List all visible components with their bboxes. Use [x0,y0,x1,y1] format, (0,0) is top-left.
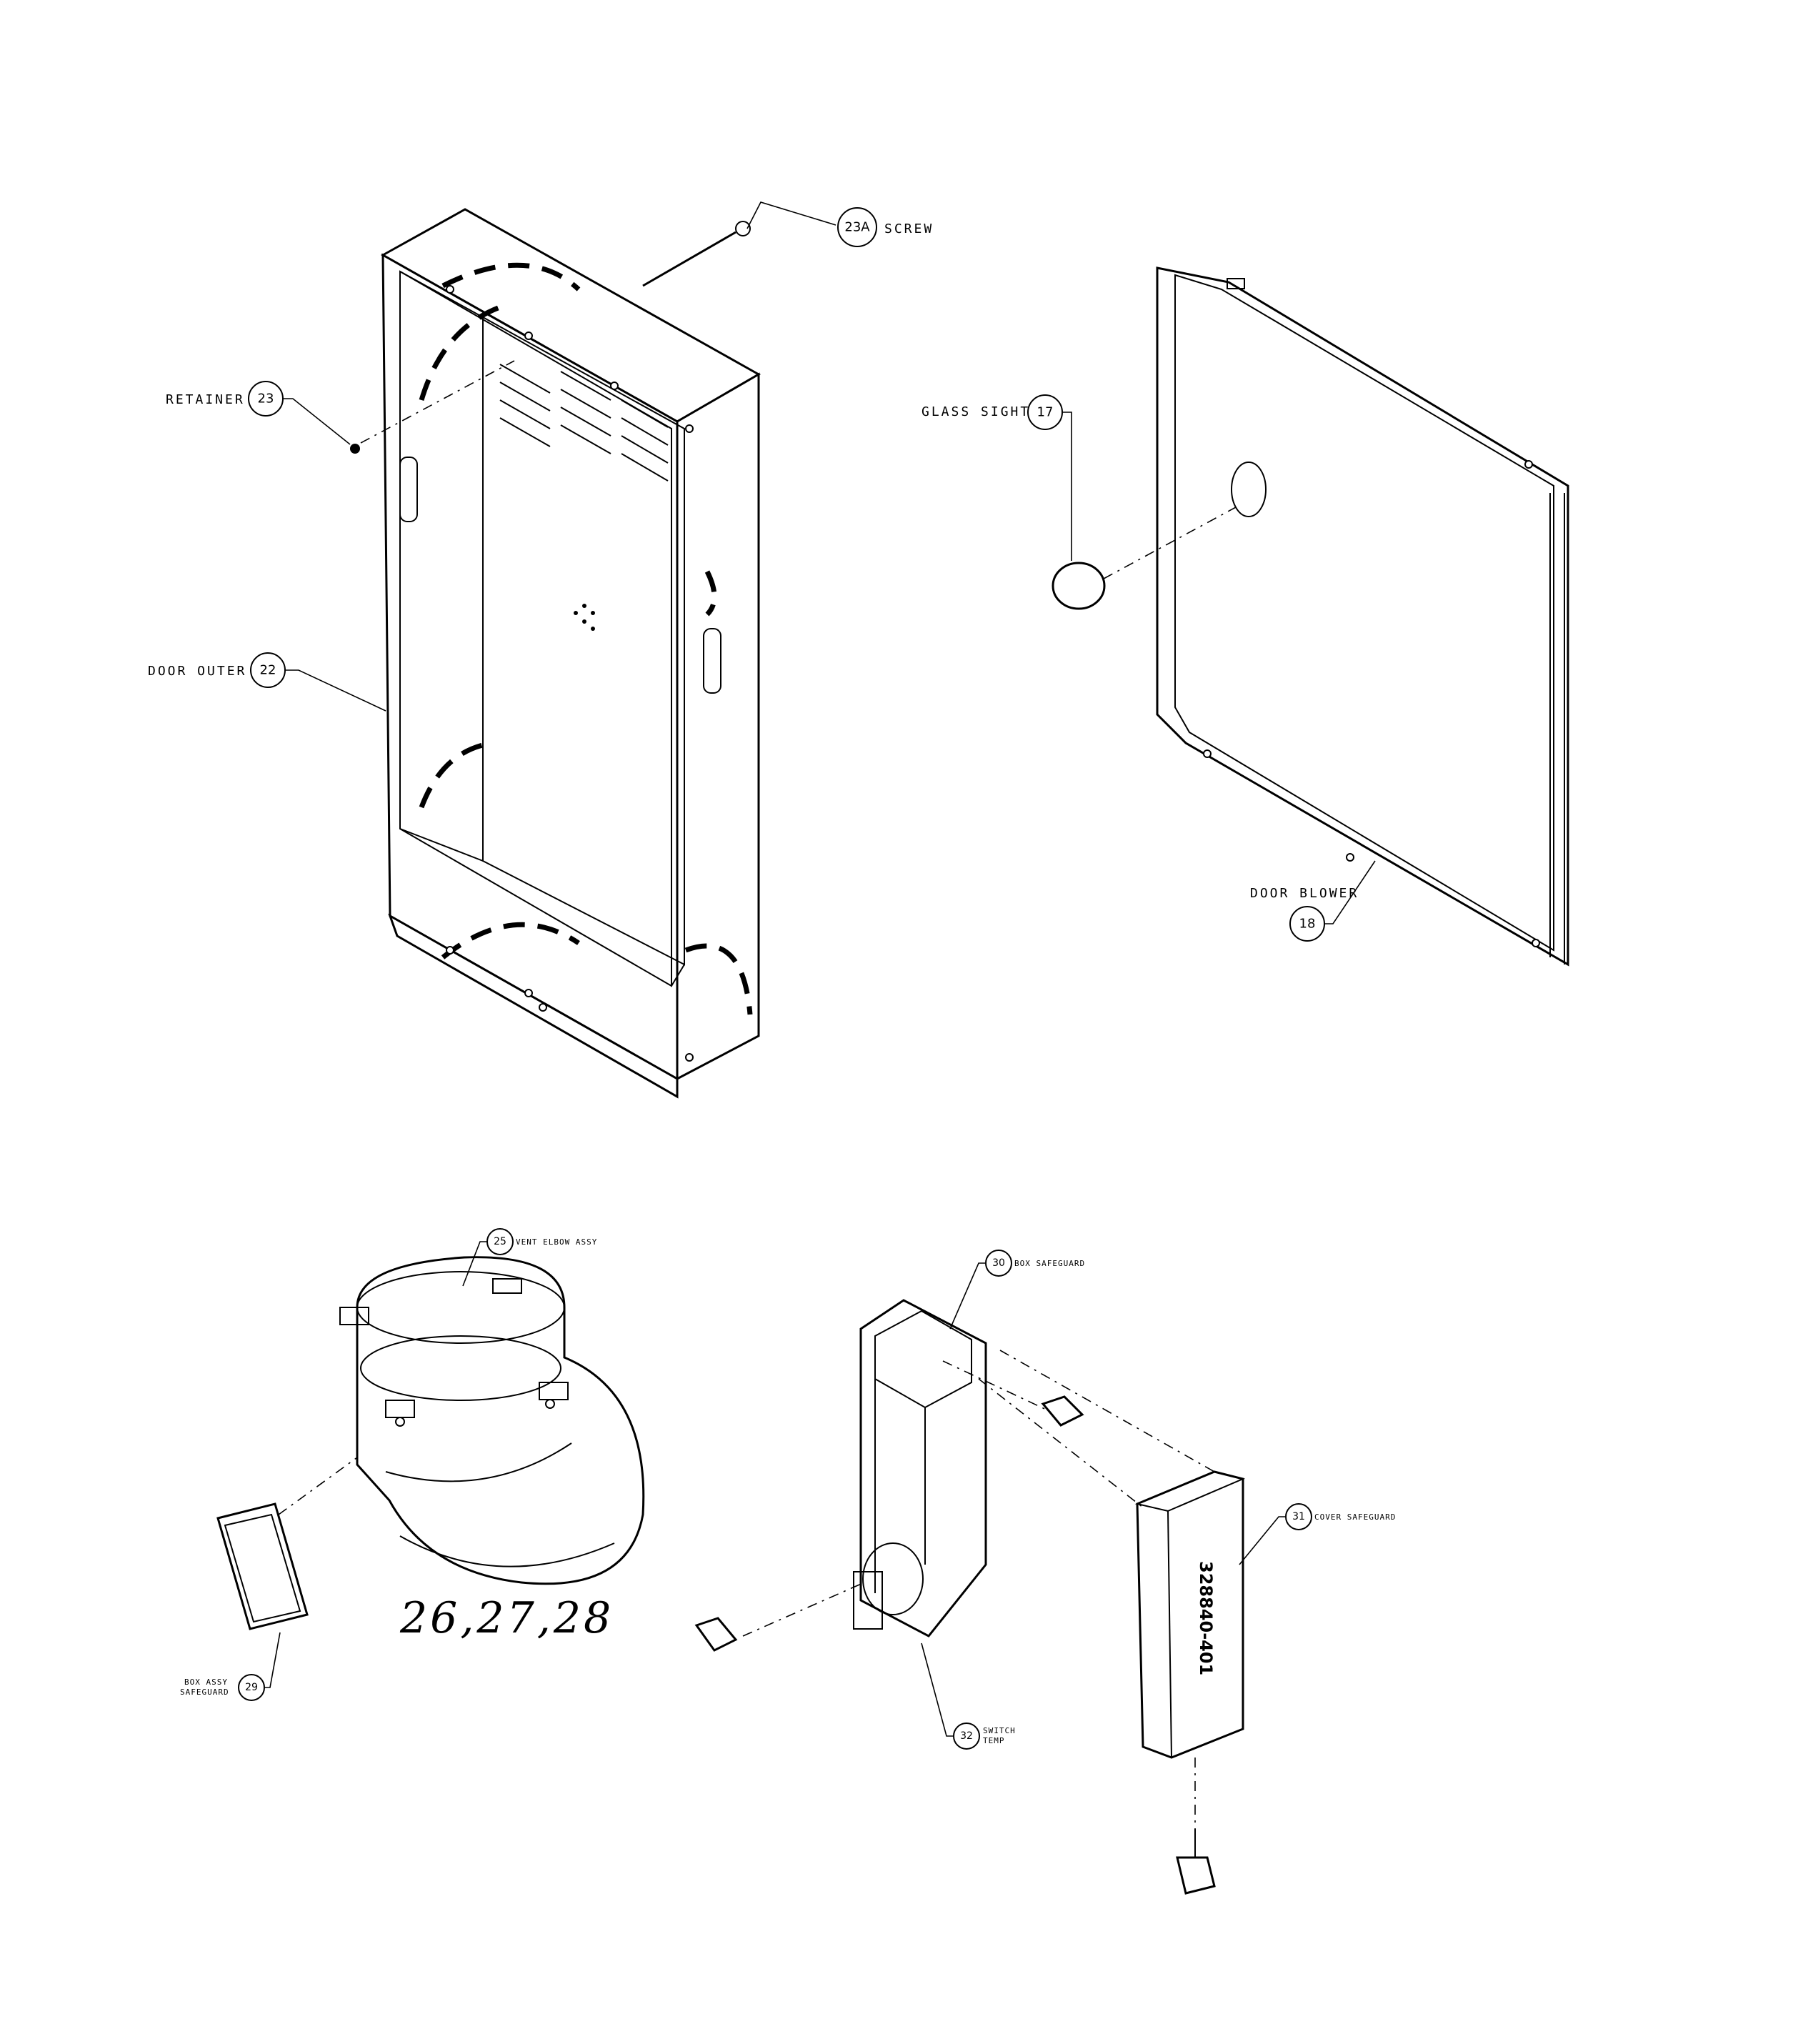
callout-number: 18 [1299,917,1316,932]
glass-sight-17-part [1052,507,1237,610]
callout-door-blower-18: DOOR BLOWER 18 [1250,860,1376,942]
door-outer-louvers [499,364,669,482]
door-outer-part [380,208,761,1099]
callout-number: 32 [960,1730,973,1742]
callout-door-outer-22: DOOR OUTER 22 [148,652,386,712]
callout-vent-elbow-25: 25 VENT ELBOW ASSY [462,1228,597,1287]
callout-label: BOX SAFEGUARD [1014,1259,1085,1268]
callout-box-assy-29: BOX ASSY SAFEGUARD 29 [180,1632,281,1701]
callout-box-safeguard-30: 30 BOX SAFEGUARD [949,1250,1085,1330]
callout-cover-safeguard-31: 31 COVER SAFEGUARD [1239,1503,1396,1565]
callout-number: 23 [258,392,274,407]
callout-number: 30 [992,1257,1005,1269]
callout-label: SCREW [884,221,934,236]
callout-label: COVER SAFEGUARD [1314,1512,1396,1522]
callout-label-line2: SAFEGUARD [180,1687,229,1697]
handwritten-note: 26,27,28 [399,1593,614,1643]
callout-retainer-23: RETAINER 23 [166,381,351,445]
callout-screw-23a: 23A SCREW [746,201,934,247]
door-blower-part [1156,266,1569,967]
cover-safeguard-part [978,1350,1246,1829]
cover-part-stamp: 328840-401 [1196,1561,1216,1675]
callout-number: 23A [844,220,870,235]
callout-number: 17 [1037,405,1054,420]
vent-elbow-part [339,1256,645,1585]
callout-label: DOOR BLOWER [1250,886,1359,901]
callout-label-line1: SWITCH [983,1726,1016,1735]
callout-label: VENT ELBOW ASSY [516,1237,597,1247]
callout-switch-temp-32: 32 SWITCH TEMP [921,1642,1016,1750]
callout-label: RETAINER [166,392,245,407]
box-assy-safeguard-29-part [216,1457,358,1630]
callout-label: DOOR OUTER [148,664,246,679]
retainer-23-part [350,360,515,454]
callout-label-line1: BOX ASSY [184,1677,228,1687]
screw-23a-part [642,221,751,287]
callout-number: 29 [245,1682,258,1693]
callout-label: GLASS SIGHT [922,404,1030,419]
box-safeguard-part [742,1299,1065,1637]
safeguard-screws [694,1395,1216,1895]
callout-number: 22 [260,663,276,678]
callout-number: 31 [1292,1511,1305,1522]
callout-number: 25 [494,1236,506,1247]
callout-glass-sight-17: GLASS SIGHT 17 [922,394,1072,561]
callout-label-line2: TEMP [983,1736,1005,1745]
